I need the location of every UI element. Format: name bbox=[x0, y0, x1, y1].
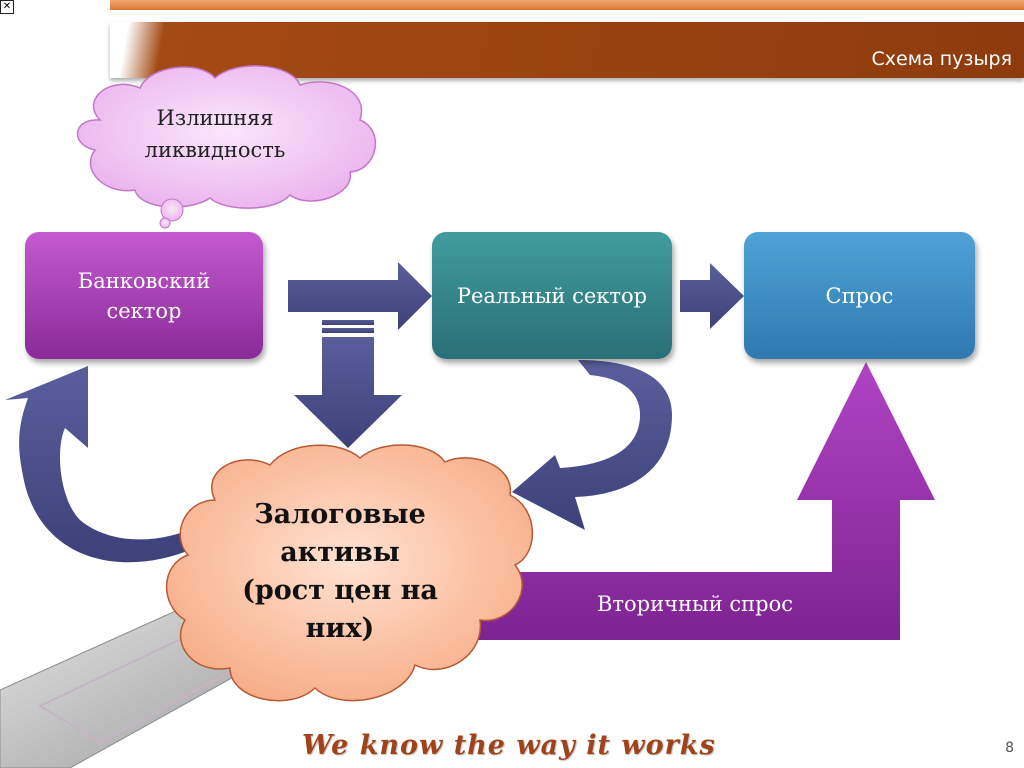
real-to-collateral-arrow bbox=[512, 360, 672, 530]
collateral-line2: активы bbox=[280, 537, 400, 568]
liquidity-cloud-text: Излишняя ликвидность bbox=[100, 102, 330, 166]
bank-sector-box: Банковский сектор bbox=[25, 232, 263, 359]
header-accent-line bbox=[110, 0, 1024, 10]
down-arrow bbox=[294, 320, 402, 448]
real-sector-label: Реальный сектор bbox=[456, 283, 648, 308]
collateral-line3: (рост цен на bbox=[242, 575, 438, 606]
close-icon[interactable]: ✕ bbox=[0, 0, 14, 14]
footer-slogan: We know the way it works bbox=[302, 730, 716, 761]
return-curved-arrow bbox=[5, 366, 200, 563]
thought-cloud bbox=[76, 65, 377, 229]
demand-box: Спрос bbox=[744, 232, 975, 359]
demand-label: Спрос bbox=[825, 283, 894, 308]
bank-sector-label-line2: сектор bbox=[106, 298, 182, 323]
collateral-line1: Залоговые bbox=[254, 499, 426, 530]
real-sector-box: Реальный сектор bbox=[432, 232, 672, 359]
page-number: 8 bbox=[1005, 740, 1014, 756]
collateral-cloud-text: Залоговые активы (рост цен на них) bbox=[205, 496, 475, 648]
secondary-demand-label: Вторичный спрос bbox=[596, 592, 793, 616]
liquidity-line2: ликвидность bbox=[144, 138, 286, 162]
collateral-line4: них) bbox=[305, 613, 375, 644]
slide-title: Схема пузыря bbox=[871, 48, 1012, 70]
collateral-cloud bbox=[165, 444, 534, 702]
bank-sector-label-line1: Банковский bbox=[77, 268, 211, 293]
liquidity-line1: Излишняя bbox=[156, 106, 274, 130]
real-to-demand-arrow bbox=[680, 263, 744, 329]
secondary-demand-arrow bbox=[470, 362, 935, 640]
bank-to-real-arrow bbox=[288, 262, 432, 330]
